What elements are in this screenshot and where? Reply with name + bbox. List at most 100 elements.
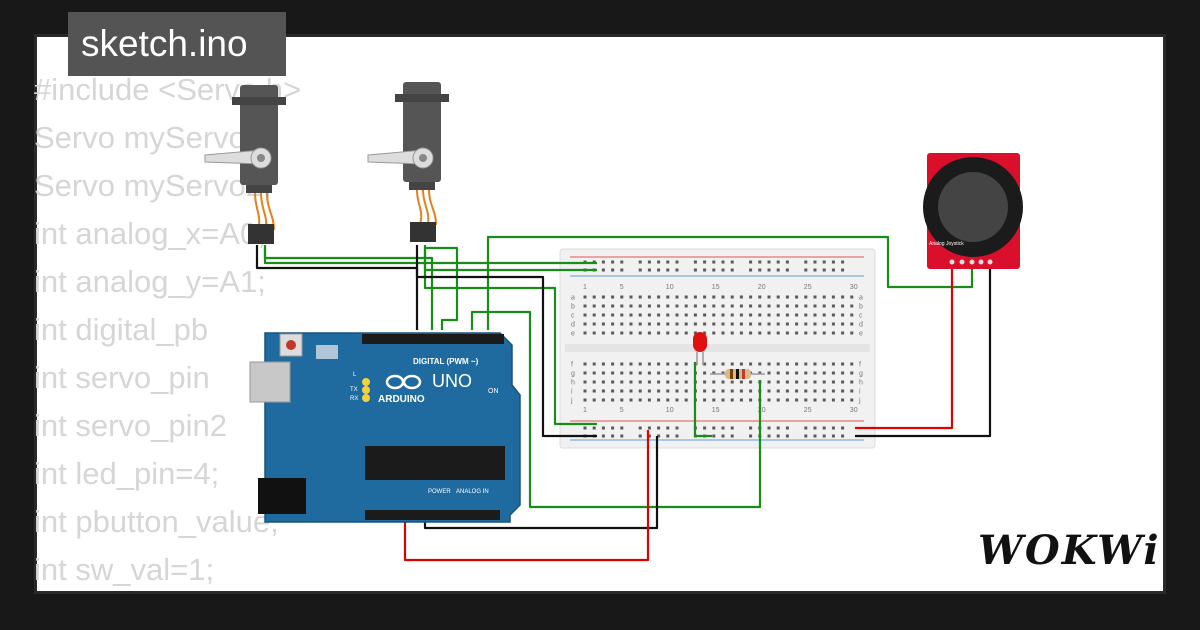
breadboard-hole [776, 322, 780, 326]
breadboard-hole [795, 380, 799, 384]
breadboard-hole [767, 295, 771, 299]
breadboard-hole [749, 322, 753, 326]
breadboard-hole [822, 389, 826, 393]
breadboard-hole [620, 434, 624, 438]
breadboard-hole [592, 371, 596, 375]
breadboard-hole [657, 389, 661, 393]
breadboard-column-label: 10 [666, 284, 674, 291]
breadboard-hole [592, 398, 596, 402]
breadboard-hole [611, 398, 615, 402]
breadboard-hole [785, 260, 789, 264]
breadboard-hole [583, 389, 587, 393]
breadboard-hole [776, 371, 780, 375]
breadboard-hole [675, 268, 679, 272]
breadboard-hole [804, 398, 808, 402]
breadboard-hole [583, 313, 587, 317]
red-led [693, 332, 707, 365]
breadboard-row-label: c [859, 313, 863, 320]
breadboard-hole [813, 268, 817, 272]
breadboard-hole [841, 331, 845, 335]
breadboard-hole [629, 295, 633, 299]
breadboard-hole [795, 295, 799, 299]
breadboard-hole [813, 426, 817, 430]
wire-gnd-2 [415, 245, 597, 438]
breadboard-hole [841, 371, 845, 375]
breadboard-hole [638, 362, 642, 366]
breadboard-hole [583, 304, 587, 308]
breadboard-hole [785, 304, 789, 308]
breadboard-hole [813, 380, 817, 384]
code-line: int servo_pin [34, 360, 210, 395]
breadboard-hole [629, 304, 633, 308]
breadboard-hole [583, 322, 587, 326]
breadboard-hole [657, 313, 661, 317]
breadboard-hole [712, 398, 716, 402]
breadboard-hole [841, 380, 845, 384]
breadboard-hole [703, 295, 707, 299]
breadboard-hole [822, 268, 826, 272]
breadboard-hole [693, 295, 697, 299]
breadboard-hole [831, 331, 835, 335]
breadboard-hole [592, 331, 596, 335]
board-name: UNO [432, 371, 472, 391]
breadboard-row-label: i [859, 389, 861, 396]
breadboard-hole [712, 260, 716, 264]
breadboard-hole [620, 380, 624, 384]
breadboard-hole [629, 380, 633, 384]
breadboard-row-label: e [571, 331, 575, 338]
breadboard-hole [647, 295, 651, 299]
breadboard-hole [785, 362, 789, 366]
breadboard-hole [758, 322, 762, 326]
breadboard-hole [758, 268, 762, 272]
breadboard-hole [592, 426, 596, 430]
breadboard-hole [592, 295, 596, 299]
breadboard-hole [785, 313, 789, 317]
breadboard-hole [822, 322, 826, 326]
breadboard-hole [841, 362, 845, 366]
breadboard-hole [620, 362, 624, 366]
breadboard-hole [785, 331, 789, 335]
breadboard-hole [795, 362, 799, 366]
breadboard-hole [684, 331, 688, 335]
breadboard-hole [831, 322, 835, 326]
breadboard-hole [730, 434, 734, 438]
breadboard-hole [813, 304, 817, 308]
breadboard-hole [629, 331, 633, 335]
breadboard-hole [850, 362, 854, 366]
on-label: ON [488, 388, 499, 395]
breadboard-hole [601, 426, 605, 430]
breadboard-hole [813, 398, 817, 402]
joystick-label: Analog Joystick [929, 241, 964, 247]
breadboard-hole [601, 295, 605, 299]
wire-led2 [693, 362, 712, 438]
breadboard-hole [749, 304, 753, 308]
breadboard-hole [611, 389, 615, 393]
breadboard-hole [767, 304, 771, 308]
wire-5v-2 [855, 262, 954, 430]
breadboard-hole [831, 295, 835, 299]
breadboard-hole [611, 313, 615, 317]
breadboard-hole [657, 371, 661, 375]
breadboard-hole [813, 362, 817, 366]
breadboard-hole [813, 434, 817, 438]
breadboard-hole [721, 268, 725, 272]
breadboard-hole [822, 362, 826, 366]
file-name-tab[interactable]: sketch.ino [68, 12, 286, 76]
breadboard-hole [730, 313, 734, 317]
breadboard-hole [620, 322, 624, 326]
breadboard-hole [739, 322, 743, 326]
breadboard-hole [721, 380, 725, 384]
breadboard-hole [721, 304, 725, 308]
breadboard-hole [666, 380, 670, 384]
breadboard-hole [657, 295, 661, 299]
breadboard-hole [666, 304, 670, 308]
breadboard-hole [776, 426, 780, 430]
breadboard-hole [601, 380, 605, 384]
breadboard-column-label: 20 [758, 407, 766, 414]
breadboard-hole [703, 371, 707, 375]
breadboard-hole [592, 304, 596, 308]
breadboard-hole [767, 371, 771, 375]
breadboard-hole [684, 398, 688, 402]
breadboard-hole [675, 304, 679, 308]
